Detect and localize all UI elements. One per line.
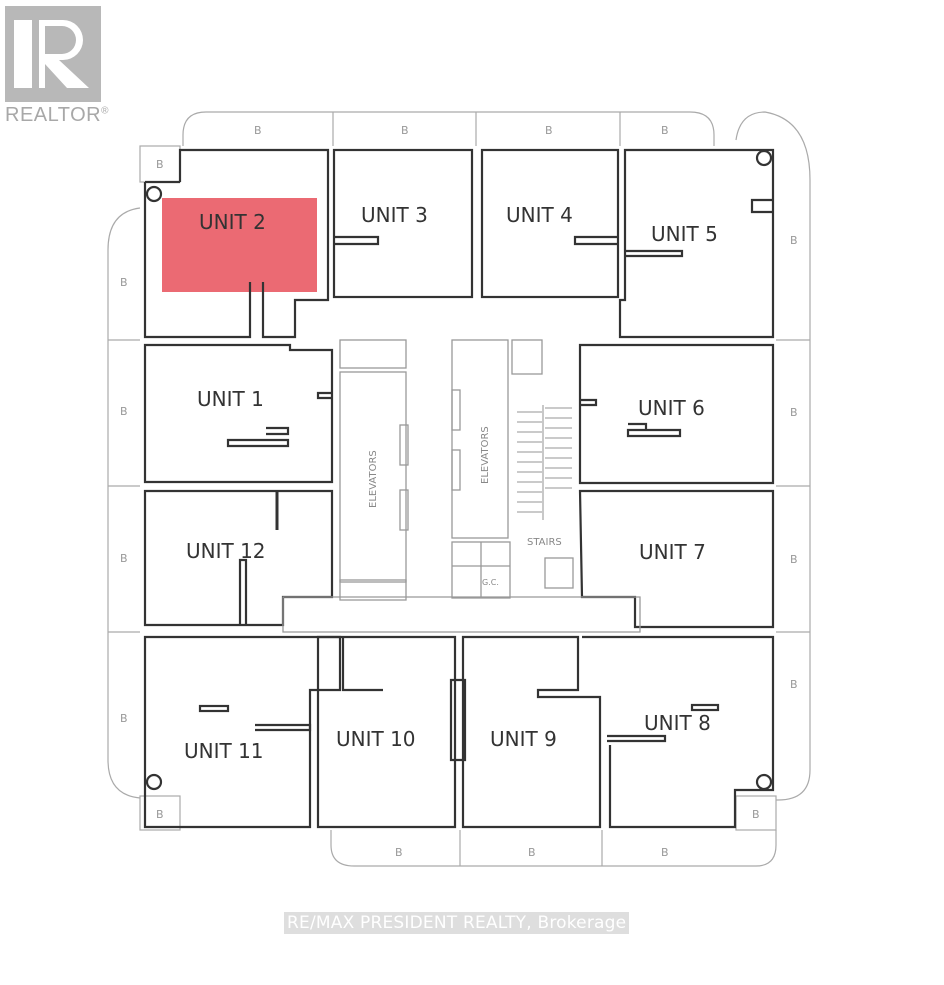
unit-label-3[interactable]: UNIT 3: [361, 203, 428, 227]
svg-text:B: B: [395, 846, 403, 859]
unit-label-8[interactable]: UNIT 8: [644, 711, 711, 735]
svg-text:B: B: [661, 124, 669, 137]
balcony-labels: B B B B B B B B B B B B B B B B B B: [120, 124, 798, 859]
svg-text:B: B: [661, 846, 669, 859]
gc-label: G.C.: [482, 578, 499, 587]
stairs-label: STAIRS: [527, 537, 562, 548]
svg-text:B: B: [752, 808, 760, 821]
unit-label-6[interactable]: UNIT 6: [638, 396, 705, 420]
svg-text:B: B: [254, 124, 262, 137]
elevators-right-label: ELEVATORS: [480, 426, 491, 484]
svg-text:B: B: [790, 553, 798, 566]
realtor-logo-text: REALTOR: [5, 104, 102, 126]
unit-label-7[interactable]: UNIT 7: [639, 540, 706, 564]
unit-label-11[interactable]: UNIT 11: [184, 739, 264, 763]
svg-text:B: B: [401, 124, 409, 137]
realtor-logo: REALTOR®: [5, 6, 109, 127]
core-walls: [282, 339, 641, 633]
unit-labels: UNIT 2 UNIT 3 UNIT 4 UNIT 5 UNIT 1 UNIT …: [184, 203, 718, 763]
svg-text:B: B: [790, 234, 798, 247]
unit-label-10[interactable]: UNIT 10: [336, 727, 416, 751]
svg-text:B: B: [156, 808, 164, 821]
svg-text:B: B: [790, 406, 798, 419]
svg-text:B: B: [120, 552, 128, 565]
unit-label-5[interactable]: UNIT 5: [651, 222, 718, 246]
highlighted-unit-2[interactable]: [162, 198, 317, 292]
svg-text:B: B: [156, 158, 164, 171]
elevators-left-label: ELEVATORS: [368, 450, 379, 508]
unit-label-1[interactable]: UNIT 1: [197, 387, 264, 411]
svg-text:B: B: [528, 846, 536, 859]
unit-label-4[interactable]: UNIT 4: [506, 203, 573, 227]
svg-text:B: B: [790, 678, 798, 691]
unit-label-2[interactable]: UNIT 2: [199, 210, 266, 234]
svg-text:B: B: [120, 405, 128, 418]
svg-text:B: B: [120, 712, 128, 725]
unit-label-9[interactable]: UNIT 9: [490, 727, 557, 751]
svg-text:B: B: [545, 124, 553, 137]
svg-text:B: B: [120, 276, 128, 289]
unit-label-12[interactable]: UNIT 12: [186, 539, 266, 563]
unit-walls: [143, 148, 775, 829]
balconies: [107, 111, 811, 867]
core-labels: ELEVATORS ELEVATORS STAIRS G.C.: [368, 426, 562, 587]
realtor-r-icon: [5, 6, 101, 102]
brokerage-watermark: RE/MAX PRESIDENT REALTY, Brokerage: [284, 912, 630, 934]
